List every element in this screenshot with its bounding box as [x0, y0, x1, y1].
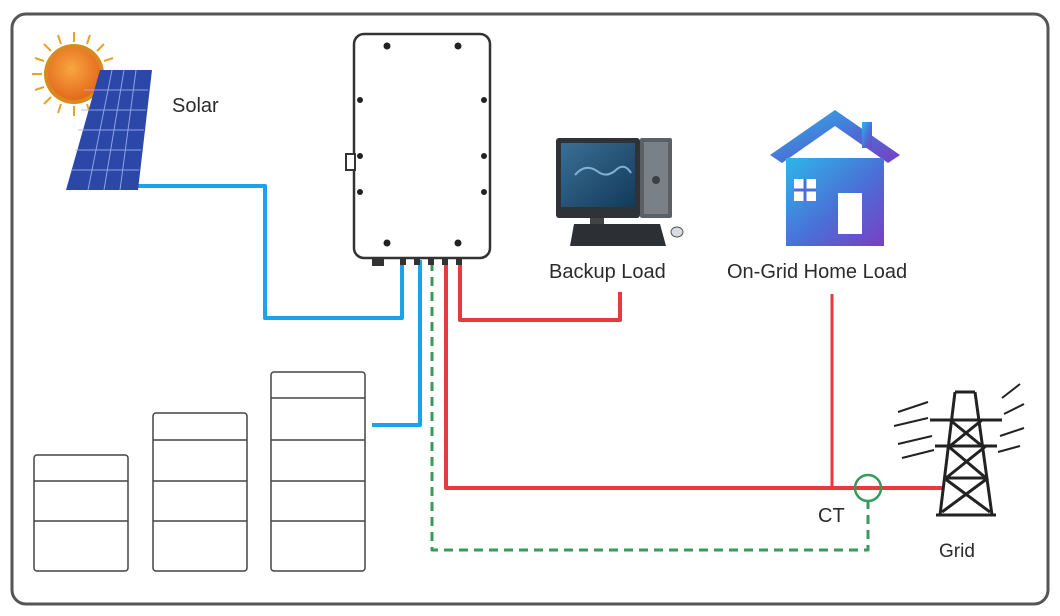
solar-panel-icon [66, 69, 152, 191]
battery-stack-large [270, 371, 366, 572]
inverter-icon [345, 32, 492, 266]
on-grid-home-load-label: On-Grid Home Load [727, 261, 907, 283]
battery-stack-icon [33, 371, 366, 572]
solar-dc-line [132, 184, 404, 320]
computer-icon [556, 138, 684, 246]
battery-stack-small [33, 454, 129, 572]
grid-ac-line [444, 260, 944, 490]
battery-stack-medium [152, 412, 248, 572]
wiring [132, 184, 944, 552]
ct-label: CT [818, 505, 845, 527]
grid-label: Grid [939, 541, 975, 562]
sun-icon [32, 32, 116, 116]
backup-load-line [458, 260, 622, 322]
comm-line [430, 262, 870, 552]
transmission-tower-icon [893, 383, 1025, 517]
backup-load-label: Backup Load [549, 261, 666, 283]
ct-sensor-icon [853, 473, 883, 503]
solar-label: Solar [172, 95, 219, 117]
battery-dc-line [372, 260, 422, 427]
house-icon [770, 110, 900, 246]
